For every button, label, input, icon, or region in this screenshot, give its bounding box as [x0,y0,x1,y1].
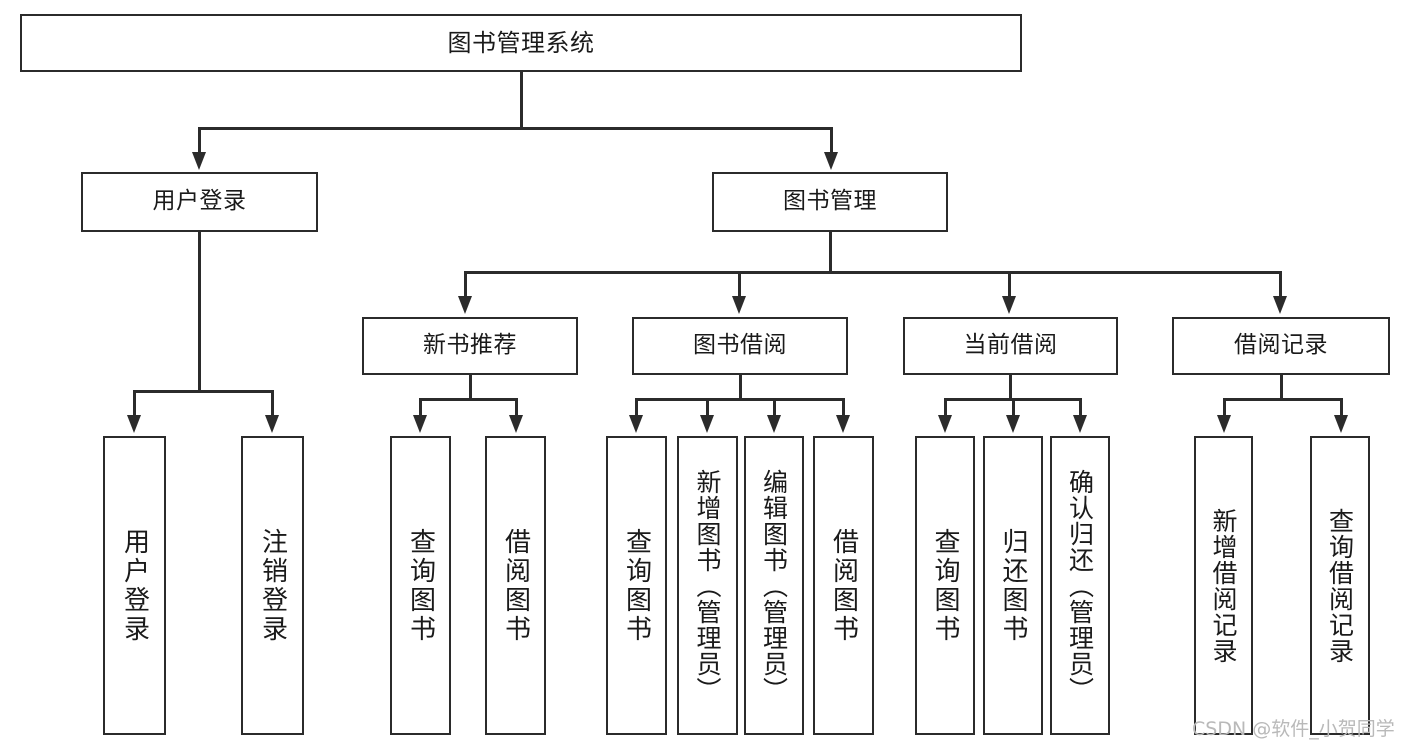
node-book-management-label: 图书管理 [783,188,877,215]
connector-root-bus [198,127,832,130]
connector-borrowrecord-to-leaf1 [1223,398,1226,416]
connector-userlogin-stem [198,232,201,392]
connector-bookborrow-bus [635,398,844,401]
node-user-login[interactable]: 用户登录 [81,172,318,232]
arrowhead-user-login [192,152,206,170]
connector-root-to-user-login [198,127,201,154]
connector-borrowrecord-to-leaf2 [1340,398,1343,416]
arrowhead-new-book-recommend [458,296,472,314]
arrowhead-book-borrow [732,296,746,314]
arrowhead-leaf-edit-book [767,415,781,433]
node-leaf-logout[interactable]: 注销登录 [241,436,304,735]
arrowhead-leaf-user-login [127,415,141,433]
node-current-borrow[interactable]: 当前借阅 [903,317,1118,375]
node-leaf-add-book-label: 新增图书（管理员） [693,468,722,703]
connector-bookborrow-to-leaf3 [773,398,776,416]
node-leaf-borrow-book-label: 借阅图书 [828,527,859,644]
arrowhead-leaf-logout [265,415,279,433]
arrowhead-book-management [824,152,838,170]
node-leaf-query-record-label: 查询借阅记录 [1325,507,1355,664]
connector-userlogin-to-leaf1 [133,390,136,416]
node-leaf-user-login-label: 用户登录 [119,527,150,644]
connector-bookborrow-to-leaf1 [635,398,638,416]
connector-bookborrow-to-leaf4 [842,398,845,416]
node-leaf-edit-book[interactable]: 编辑图书（管理员） [744,436,804,735]
node-borrow-record[interactable]: 借阅记录 [1172,317,1390,375]
node-leaf-query-book-current-label: 查询图书 [930,527,960,644]
node-leaf-query-book-new[interactable]: 查询图书 [390,436,451,735]
connector-root-stem [520,72,523,128]
node-borrow-record-label: 借阅记录 [1234,332,1328,359]
node-leaf-return-book[interactable]: 归还图书 [983,436,1043,735]
arrowhead-leaf-return-book [1006,415,1020,433]
node-leaf-add-record-label: 新增借阅记录 [1209,507,1238,664]
node-leaf-borrow-book-new-label: 借阅图书 [500,527,531,644]
node-leaf-user-login[interactable]: 用户登录 [103,436,166,735]
node-leaf-query-book-borrow-label: 查询图书 [621,527,652,644]
connector-userlogin-to-leaf2 [271,390,274,416]
node-root[interactable]: 图书管理系统 [20,14,1022,72]
node-leaf-query-book-borrow[interactable]: 查询图书 [606,436,667,735]
node-leaf-add-record[interactable]: 新增借阅记录 [1194,436,1253,735]
arrowhead-leaf-borrow-book [836,415,850,433]
connector-currentborrow-to-leaf1 [944,398,947,416]
connector-bookmgmt-bus [464,271,1281,274]
node-leaf-borrow-book-new[interactable]: 借阅图书 [485,436,546,735]
connector-newbook-stem [469,375,472,400]
node-root-label: 图书管理系统 [447,28,595,57]
connector-borrowrecord-bus [1223,398,1342,401]
node-leaf-add-book[interactable]: 新增图书（管理员） [677,436,738,735]
node-leaf-query-record[interactable]: 查询借阅记录 [1310,436,1370,735]
arrowhead-current-borrow [1002,296,1016,314]
arrowhead-leaf-add-record [1217,415,1231,433]
node-leaf-edit-book-label: 编辑图书（管理员） [759,468,789,703]
node-leaf-borrow-book[interactable]: 借阅图书 [813,436,874,735]
node-leaf-logout-label: 注销登录 [257,527,288,644]
connector-bookmgmt-to-new-book [464,271,467,297]
connector-borrowrecord-stem [1280,375,1283,400]
csdn-watermark: CSDN @软件_小贺同学 [1192,718,1395,740]
arrowhead-borrow-record [1273,296,1287,314]
connector-bookmgmt-to-borrow-record [1279,271,1282,297]
connector-bookmgmt-stem [829,232,832,272]
node-leaf-query-book-new-label: 查询图书 [405,527,436,644]
node-leaf-confirm-return-label: 确认归还（管理员） [1065,468,1095,703]
arrowhead-leaf-add-book [700,415,714,433]
connector-root-to-book-management [830,127,833,154]
node-leaf-query-book-current[interactable]: 查询图书 [915,436,975,735]
arrowhead-leaf-confirm-return [1073,415,1087,433]
node-book-borrow[interactable]: 图书借阅 [632,317,848,375]
node-user-login-label: 用户登录 [152,188,247,215]
node-new-book-recommend-label: 新书推荐 [423,332,517,359]
arrowhead-leaf-query-book-new [413,415,427,433]
node-book-borrow-label: 图书借阅 [693,332,787,359]
arrowhead-leaf-query-record [1334,415,1348,433]
node-new-book-recommend[interactable]: 新书推荐 [362,317,578,375]
connector-bookborrow-to-leaf2 [706,398,709,416]
connector-currentborrow-stem [1009,375,1012,400]
node-leaf-confirm-return[interactable]: 确认归还（管理员） [1050,436,1110,735]
arrowhead-leaf-borrow-book-new [509,415,523,433]
node-book-management[interactable]: 图书管理 [712,172,948,232]
arrowhead-leaf-query-book-current [938,415,952,433]
connector-currentborrow-to-leaf2 [1012,398,1015,416]
connector-newbook-bus [419,398,518,401]
arrowhead-leaf-query-book-borrow [629,415,643,433]
connector-bookmgmt-to-current-borrow [1008,271,1011,297]
connector-bookborrow-stem [739,375,742,400]
connector-userlogin-bus [133,390,271,393]
connector-currentborrow-to-leaf3 [1079,398,1082,416]
connector-bookmgmt-to-book-borrow [738,271,741,297]
connector-newbook-to-leaf2 [515,398,518,416]
node-current-borrow-label: 当前借阅 [963,332,1058,359]
node-leaf-return-book-label: 归还图书 [998,527,1028,644]
connector-newbook-to-leaf1 [419,398,422,416]
